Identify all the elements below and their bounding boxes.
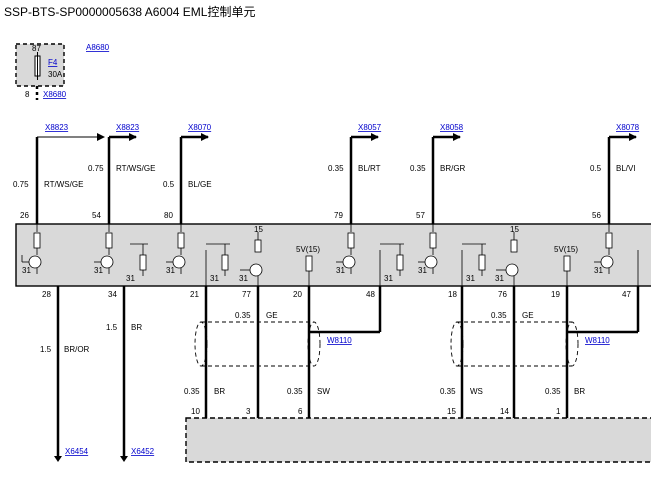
pin-number: 77 [242,290,251,299]
ecu-box [15,223,651,287]
ground-label: 31 [418,266,427,275]
wire-color: SW [317,387,330,396]
pin-number: 6 [298,407,303,416]
connector-link-x8823-a[interactable]: X8823 [45,123,69,132]
pin-number: 57 [416,211,425,220]
shield-link-w8110-a[interactable]: W8110 [327,336,352,345]
top-wiring [35,133,637,224]
ground-label: 31 [166,266,175,275]
pin-number: 34 [108,290,117,299]
fuse-name-link[interactable]: F4 [48,58,58,67]
ground-label: 31 [466,274,475,283]
sensor-connector-box [185,417,651,463]
wire-color: WS [470,387,483,396]
pin-number: 1 [556,407,561,416]
supply-label: 15 [510,225,519,234]
wire-size: 1.5 [106,323,118,332]
pin-number: 79 [334,211,343,220]
pin-number: 28 [42,290,51,299]
wire-size: 0.35 [287,387,303,396]
wire-color: BR [574,387,585,396]
ground-label: 31 [594,266,603,275]
voltage-label: 5V(15) [554,245,578,254]
fuse-pin-top: 87 [32,44,41,53]
wire-size: 0.35 [410,164,426,173]
ground-label: 31 [495,274,504,283]
wire-size: 0.5 [590,164,602,173]
wire-size: 0.5 [163,180,175,189]
shield-link-w8110-b[interactable]: W8110 [585,336,610,345]
ground-label: 31 [126,274,135,283]
connector-link-x6452[interactable]: X6452 [131,447,155,456]
wire-color: BL/VI [616,164,636,173]
wire-color: RT/WS/GE [44,180,83,189]
wire-color: BR/GR [440,164,466,173]
pin-number: 10 [191,407,200,416]
fuse-out-pin: 8 [25,90,30,99]
fuse-connector-link[interactable]: X8680 [43,90,67,99]
wire-size: 0.35 [235,311,251,320]
pin-number: 18 [448,290,457,299]
ecu-internals [21,224,639,286]
ground-label: 31 [94,266,103,275]
diagram-title: SSP-BTS-SP0000005638 A6004 EML控制单元 [4,5,256,19]
wire-size: 0.35 [491,311,507,320]
ground-label: 31 [336,266,345,275]
fuse-box: 87 F4 30A [15,43,65,87]
ground-label: 31 [239,274,248,283]
ground-label: 31 [22,266,31,275]
pin-number: 3 [246,407,251,416]
pin-number: 56 [592,211,601,220]
wire-size: 0.75 [88,164,104,173]
supply-label: 15 [254,225,263,234]
pin-number: 54 [92,211,101,220]
ground-label: 31 [210,274,219,283]
connector-link-x8823-b[interactable]: X8823 [116,123,140,132]
wire-color: BL/GE [188,180,212,189]
fuse-rating: 30A [48,70,63,79]
pin-number: 15 [447,407,456,416]
wire-size: 0.35 [328,164,344,173]
wire-size: 0.35 [545,387,561,396]
wire-size: 0.35 [184,387,200,396]
pin-number: 14 [500,407,509,416]
connector-link-x8058[interactable]: X8058 [440,123,464,132]
pin-number: 26 [20,211,29,220]
wire-color: BR [131,323,142,332]
connector-link-x8078[interactable]: X8078 [616,123,640,132]
wire-size: 0.75 [13,180,29,189]
wire-color: BR [214,387,225,396]
pin-number: 20 [293,290,302,299]
wire-color: BR/OR [64,345,90,354]
connector-link-x8057[interactable]: X8057 [358,123,382,132]
wire-color: GE [266,311,278,320]
pin-number: 21 [190,290,199,299]
bottom-wiring [54,286,640,462]
wire-size: 0.35 [440,387,456,396]
pin-number: 80 [164,211,173,220]
wire-size: 1.5 [40,345,52,354]
fuse-ref-link[interactable]: A8680 [86,43,110,52]
ground-label: 31 [384,274,393,283]
wire-color: RT/WS/GE [116,164,155,173]
pin-number: 19 [551,290,560,299]
connector-link-x6454[interactable]: X6454 [65,447,89,456]
pin-number: 76 [498,290,507,299]
connector-link-x8070[interactable]: X8070 [188,123,212,132]
wire-color: BL/RT [358,164,381,173]
wire-color: GE [522,311,534,320]
pin-number: 47 [622,290,631,299]
pin-number: 48 [366,290,375,299]
voltage-label: 5V(15) [296,245,320,254]
